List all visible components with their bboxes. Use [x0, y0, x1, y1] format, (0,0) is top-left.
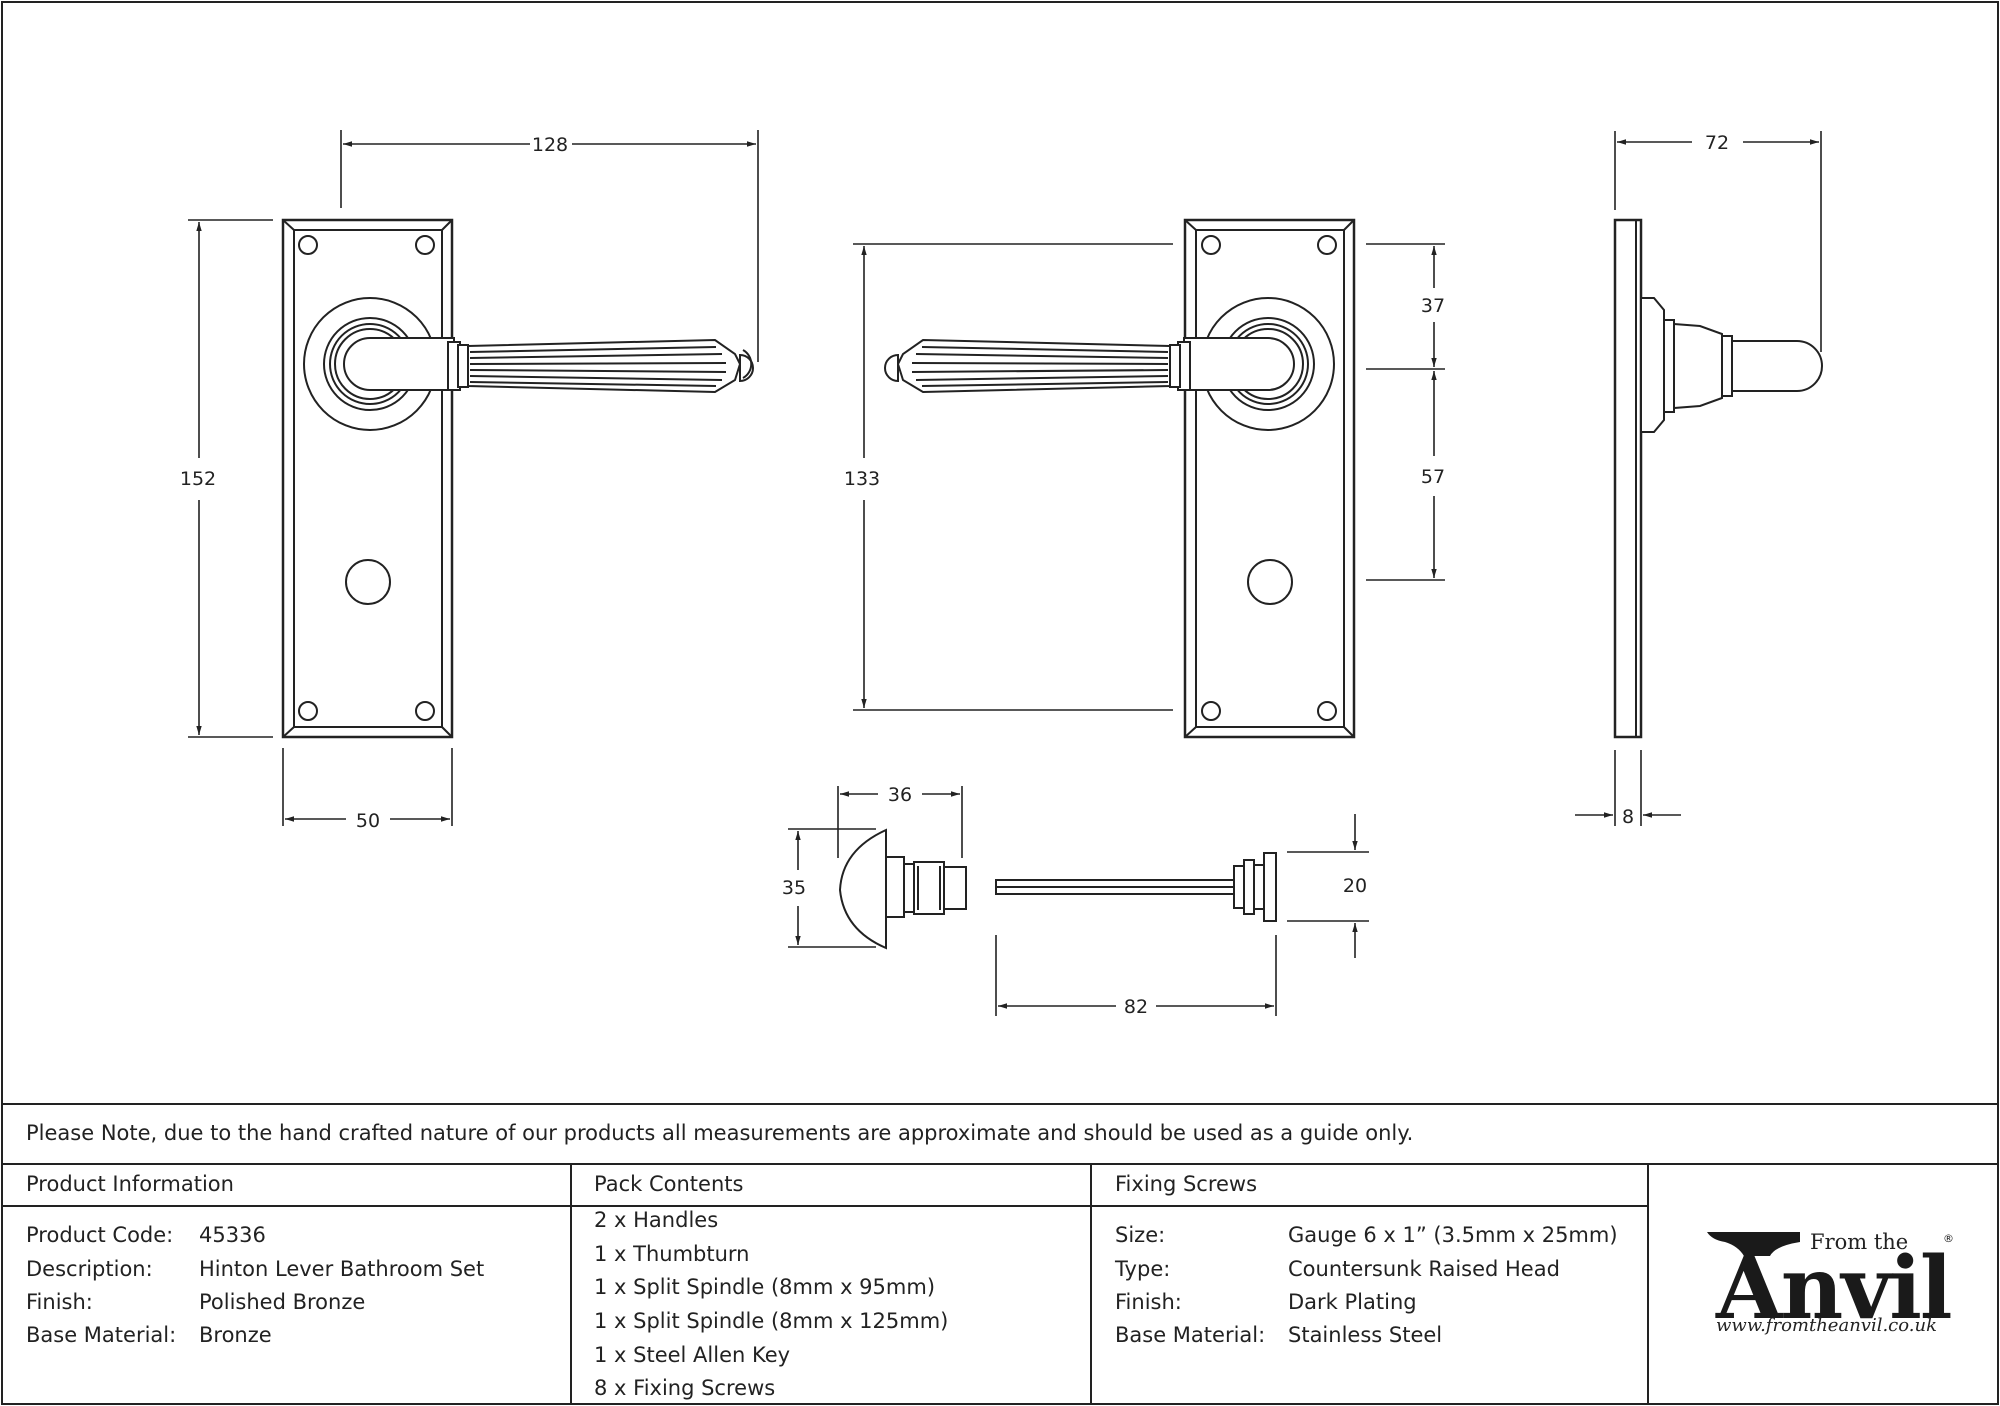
dim-72: 72 — [1705, 132, 1729, 154]
dimension-labels: 128 152 50 133 37 57 72 8 36 35 82 20 — [180, 132, 1729, 1018]
dim-50: 50 — [356, 810, 380, 832]
anvil-logo-icon — [1707, 1232, 1800, 1256]
dim-57: 57 — [1421, 466, 1445, 488]
back-view — [884, 218, 1356, 739]
dim-128: 128 — [532, 134, 568, 156]
dim-8: 8 — [1622, 806, 1634, 828]
dim-20: 20 — [1343, 875, 1367, 897]
spindle — [995, 852, 1277, 922]
dim-36: 36 — [888, 784, 912, 806]
dim-133: 133 — [844, 468, 880, 490]
dim-82: 82 — [1124, 996, 1148, 1018]
dim-35: 35 — [782, 877, 806, 899]
dim-152: 152 — [180, 468, 216, 490]
front-view — [281, 218, 754, 739]
thumbturn — [838, 828, 967, 950]
dim-37: 37 — [1421, 295, 1445, 317]
dimension-lines — [188, 130, 1822, 1016]
side-view — [1613, 218, 1823, 739]
